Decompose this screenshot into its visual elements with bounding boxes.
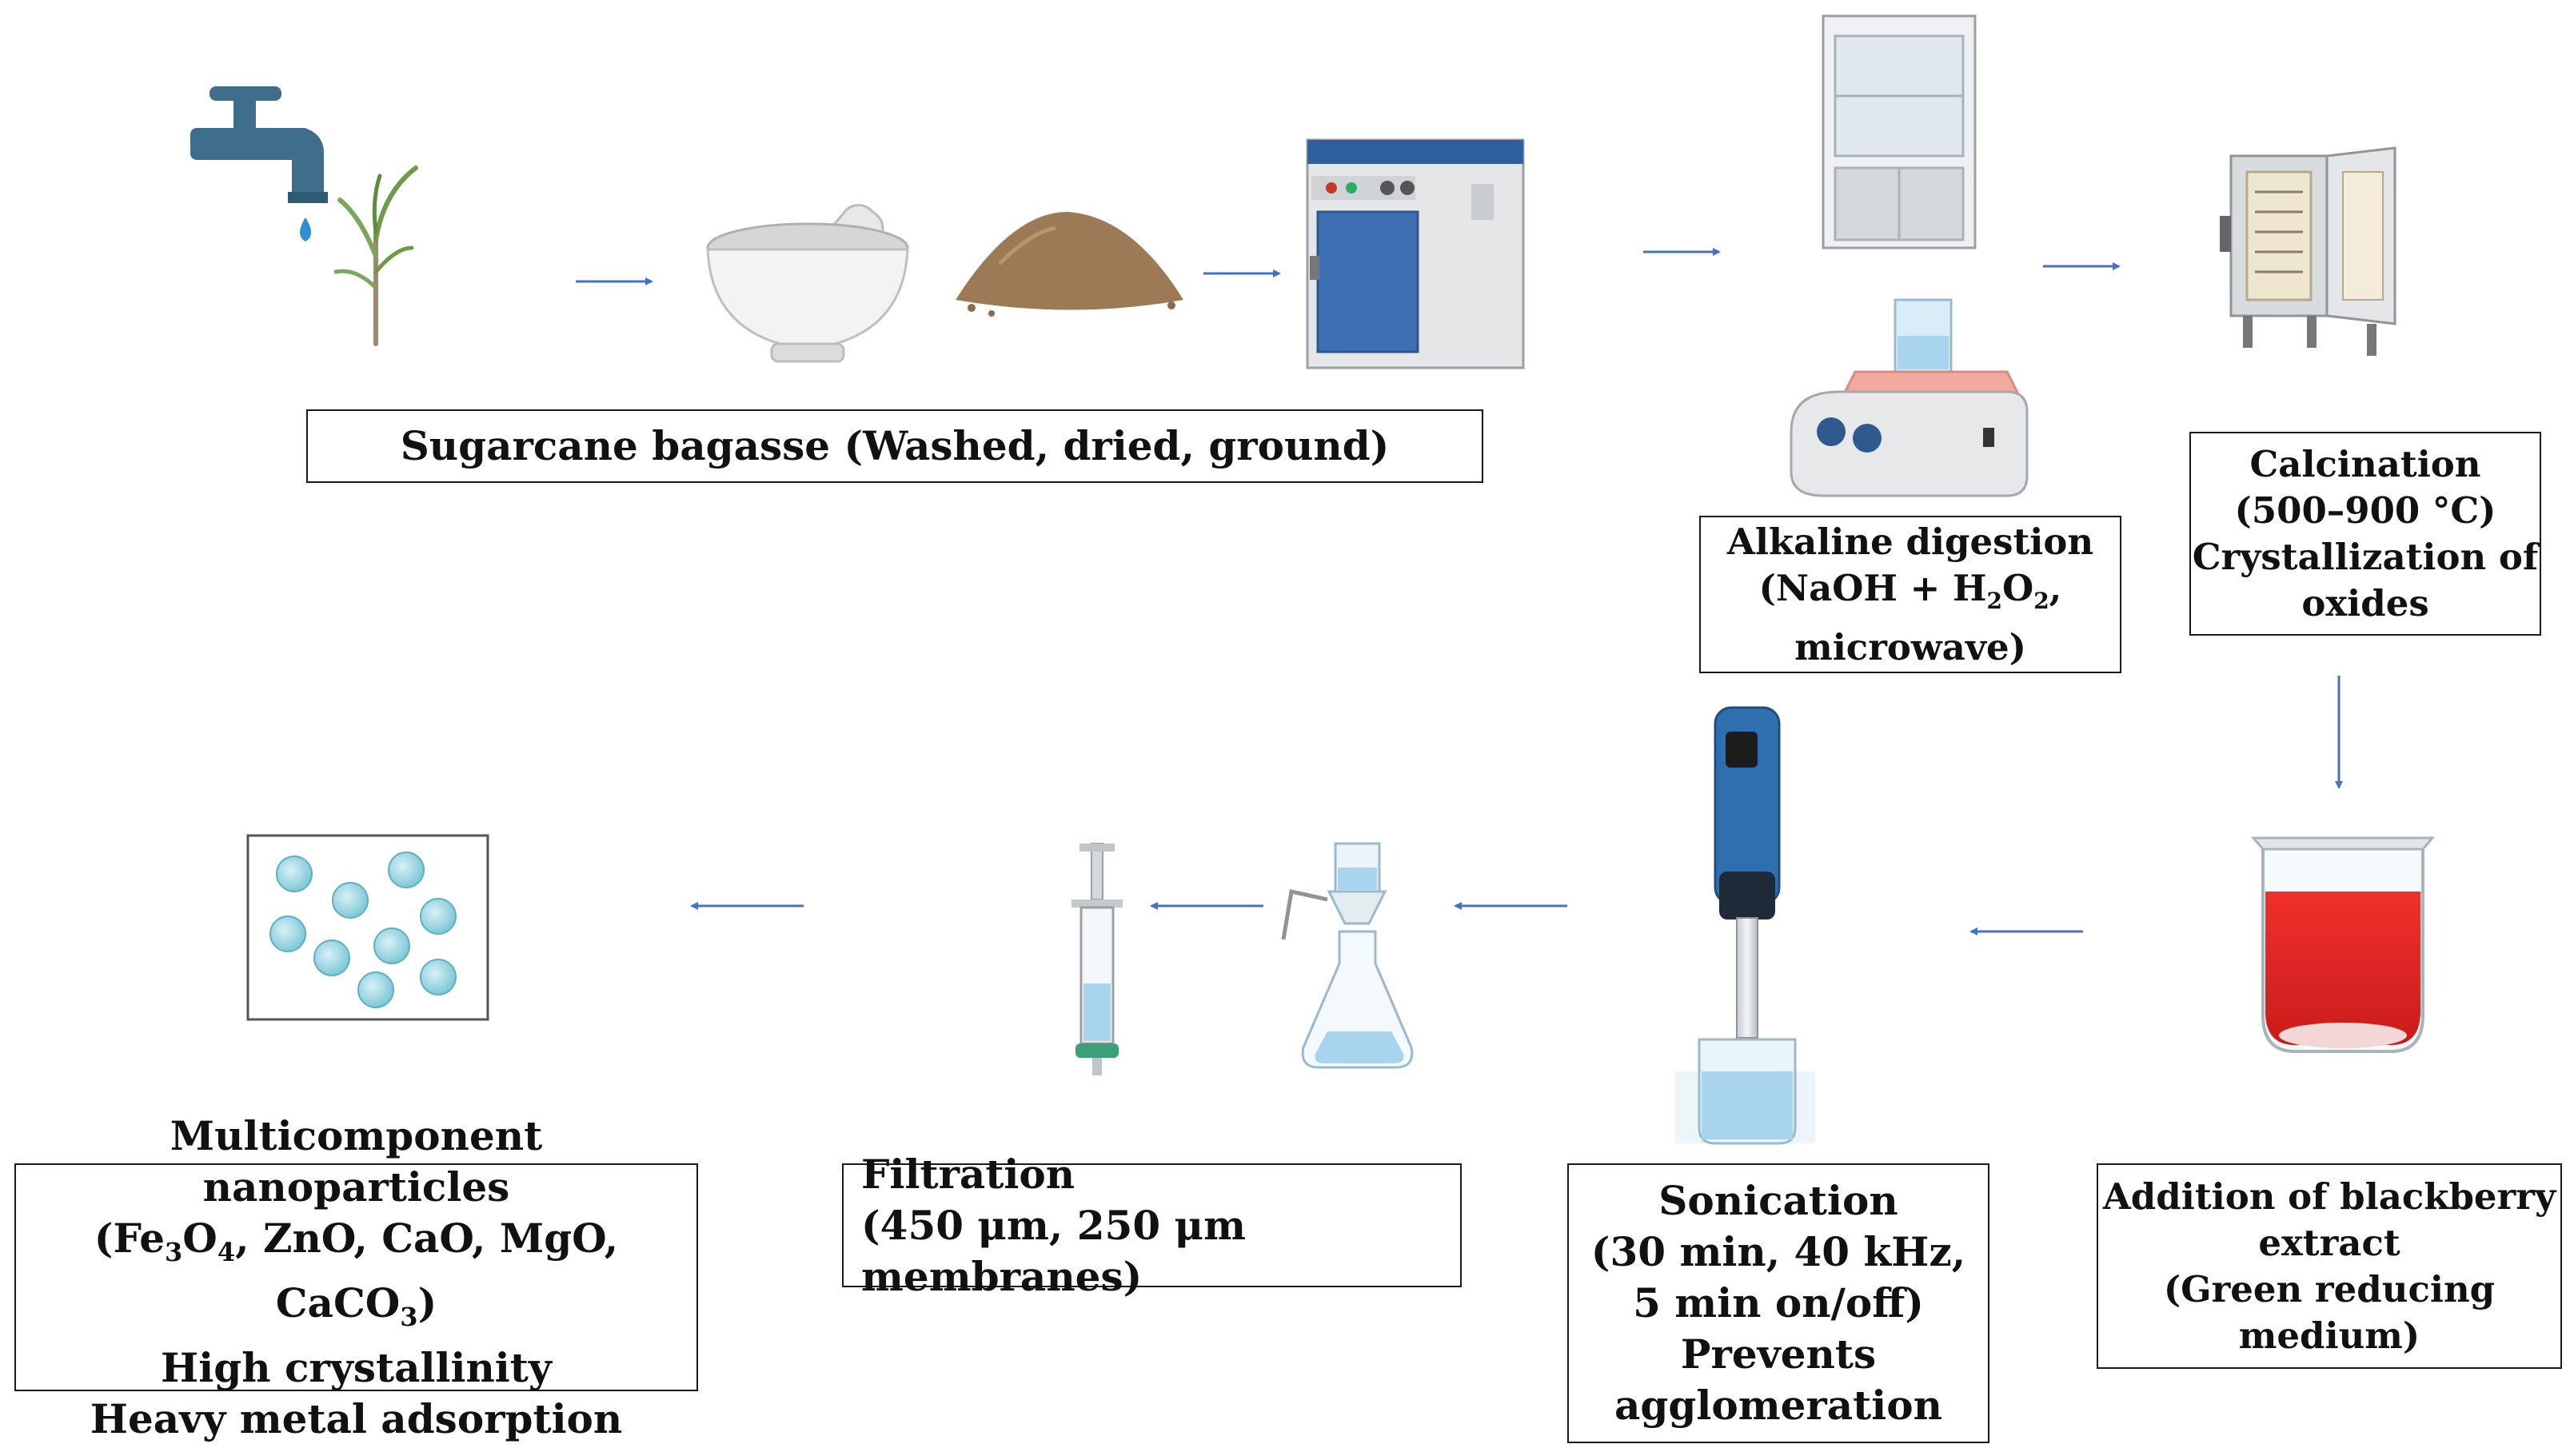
sugarcane-plant-icon <box>333 166 418 346</box>
calcination-line4: oxides <box>2301 581 2429 624</box>
faucet-icon <box>190 86 328 241</box>
alkaline-line2: (NaOH + H2O2, <box>1758 566 2062 614</box>
ground-powder-icon <box>956 212 1183 317</box>
nanoparticles-box: Multicomponent nanoparticles (Fe3O4, ZnO… <box>14 1112 698 1442</box>
hot-plate-stirrer-icon <box>1790 298 2029 497</box>
blackberry-extract-box: Addition of blackberry extract (Green re… <box>2097 1163 2562 1369</box>
blackberry-line2: extract <box>2258 1221 2400 1264</box>
calcination-box: Calcination (500–900 °C) Crystallization… <box>2189 432 2541 636</box>
sonication-line1: Sonication <box>1658 1177 1898 1224</box>
blackberry-line4: medium) <box>2238 1314 2420 1357</box>
nanoparticles-line4: Heavy metal adsorption <box>90 1394 623 1442</box>
filtration-box: Filtration (450 μm, 250 μm membranes) <box>842 1151 1462 1300</box>
beaker-red-extract-icon <box>2250 836 2436 1053</box>
calcination-line3: Crystallization of <box>2192 535 2539 578</box>
nanoparticles-line2: (Fe3O4, ZnO, CaO, MgO, CaCO3) <box>94 1214 619 1332</box>
alkaline-digestion-box: Alkaline digestion (NaOH + H2O2, microwa… <box>1699 516 2121 673</box>
sonication-line5: agglomeration <box>1614 1382 1942 1429</box>
muffle-furnace-icon <box>2220 146 2396 356</box>
mortar-pestle-icon <box>706 204 909 363</box>
blackberry-line1: Addition of blackberry <box>2102 1175 2556 1218</box>
filtration-line2: (450 μm, 250 μm membranes) <box>861 1201 1247 1300</box>
fume-hood-icon <box>1822 14 1977 249</box>
syringe-filter-icon <box>1071 843 1123 1075</box>
bagasse-label: Sugarcane bagasse (Washed, dried, ground… <box>400 422 1390 469</box>
sonication-line3: 5 min on/off) <box>1633 1279 1924 1326</box>
ultrasonic-probe-icon <box>1675 706 1815 1145</box>
bagasse-box: Sugarcane bagasse (Washed, dried, ground… <box>306 409 1483 483</box>
drying-oven-icon <box>1306 138 1525 369</box>
calcination-line1: Calcination <box>2249 442 2481 485</box>
vacuum-filtration-flask-icon <box>1281 842 1414 1069</box>
nanoparticles-panel-icon <box>246 834 489 1021</box>
sonication-line4: Prevents <box>1680 1330 1877 1378</box>
filtration-line1: Filtration <box>861 1150 1075 1198</box>
nanoparticles-line1: Multicomponent nanoparticles <box>170 1111 543 1211</box>
sonication-box: Sonication (30 min, 40 kHz, 5 min on/off… <box>1567 1163 1989 1443</box>
calcination-line2: (500–900 °C) <box>2234 489 2496 532</box>
nanoparticles-line3: High crystallinity <box>161 1343 552 1391</box>
alkaline-line3: microwave) <box>1794 625 2026 668</box>
alkaline-line1: Alkaline digestion <box>1726 520 2094 563</box>
blackberry-line3: (Green reducing <box>2163 1267 2496 1310</box>
sonication-line2: (30 min, 40 kHz, <box>1590 1228 1966 1275</box>
